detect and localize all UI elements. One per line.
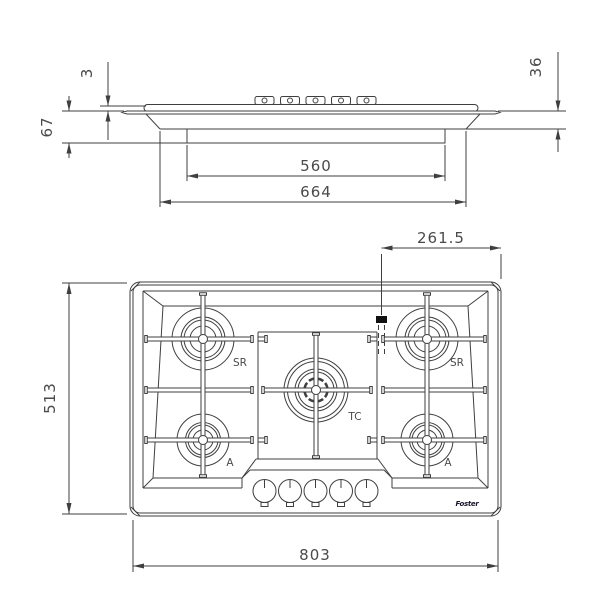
grid-end-caps xyxy=(144,292,487,478)
bowl-profile xyxy=(145,113,481,144)
dim-664-label: 664 xyxy=(300,183,332,201)
gas-inlet-marker xyxy=(376,316,387,355)
brand-logo: Foster xyxy=(456,500,480,508)
arrowhead xyxy=(66,143,72,154)
top-flange-profile xyxy=(120,110,502,115)
burner-hubs xyxy=(198,334,432,445)
knob-3 xyxy=(303,479,328,507)
arrowhead xyxy=(66,100,72,111)
arrowhead xyxy=(490,245,501,251)
glass-top-profile xyxy=(143,104,479,112)
arrowhead xyxy=(555,100,561,111)
side-knob-1-shaft xyxy=(261,97,268,104)
burner-label-sr-top-right: SR xyxy=(450,357,464,369)
arrowhead xyxy=(555,129,561,140)
side-knob-5-shaft xyxy=(363,97,370,104)
arrowhead xyxy=(105,111,111,122)
arrowhead xyxy=(66,503,72,514)
burner-label-a-bottom-left: A xyxy=(226,457,234,469)
hob-rim-inner-edge xyxy=(132,284,499,514)
control-knobs xyxy=(252,479,379,507)
arrowhead xyxy=(455,199,466,205)
dim-261-5-label: 261.5 xyxy=(417,229,465,247)
burner-label-tc-center: TC xyxy=(347,411,361,423)
knob-4 xyxy=(329,479,353,507)
dim-3 xyxy=(100,62,146,140)
dim-560 xyxy=(186,145,446,181)
dim-560-label: 560 xyxy=(300,157,332,175)
side-elevation-view xyxy=(62,52,566,207)
dim-36-label: 36 xyxy=(527,56,545,77)
dim-803-label: 803 xyxy=(299,546,331,564)
corner-ticks xyxy=(130,281,501,517)
hob-outer-edge xyxy=(129,281,502,517)
dim-803 xyxy=(132,520,499,572)
inner-box-profile xyxy=(186,128,446,144)
burner-label-sr-top-left: SR xyxy=(233,357,247,369)
tray-opening xyxy=(142,290,489,489)
dim-36 xyxy=(466,52,566,152)
knob-5 xyxy=(354,479,379,507)
dim-261-5 xyxy=(381,245,502,315)
side-knobs xyxy=(254,96,377,105)
dim-513-label: 513 xyxy=(41,382,59,414)
arrowhead xyxy=(133,563,144,569)
arrowhead xyxy=(160,199,171,205)
dim-67 xyxy=(62,96,187,158)
arrowhead xyxy=(487,563,498,569)
dim-664 xyxy=(159,131,467,207)
control-panel-recess xyxy=(241,458,393,488)
side-knob-2-shaft xyxy=(287,97,293,104)
arrowhead xyxy=(434,173,445,179)
arrowhead xyxy=(381,245,393,251)
side-knob-3-shaft xyxy=(312,97,319,104)
arrowhead xyxy=(66,283,72,294)
dim-67-label: 67 xyxy=(38,116,56,137)
burner-label-a-bottom-right: A xyxy=(444,457,452,469)
knob-2 xyxy=(278,479,302,507)
side-knob-4-shaft xyxy=(338,97,344,104)
dim-3-label: 3 xyxy=(78,68,96,79)
dim-513 xyxy=(62,282,127,515)
knob-1 xyxy=(252,479,277,507)
arrowhead xyxy=(187,173,198,179)
plan-view xyxy=(62,245,502,572)
pan-support-grid xyxy=(144,292,487,478)
arrowhead xyxy=(105,95,111,106)
